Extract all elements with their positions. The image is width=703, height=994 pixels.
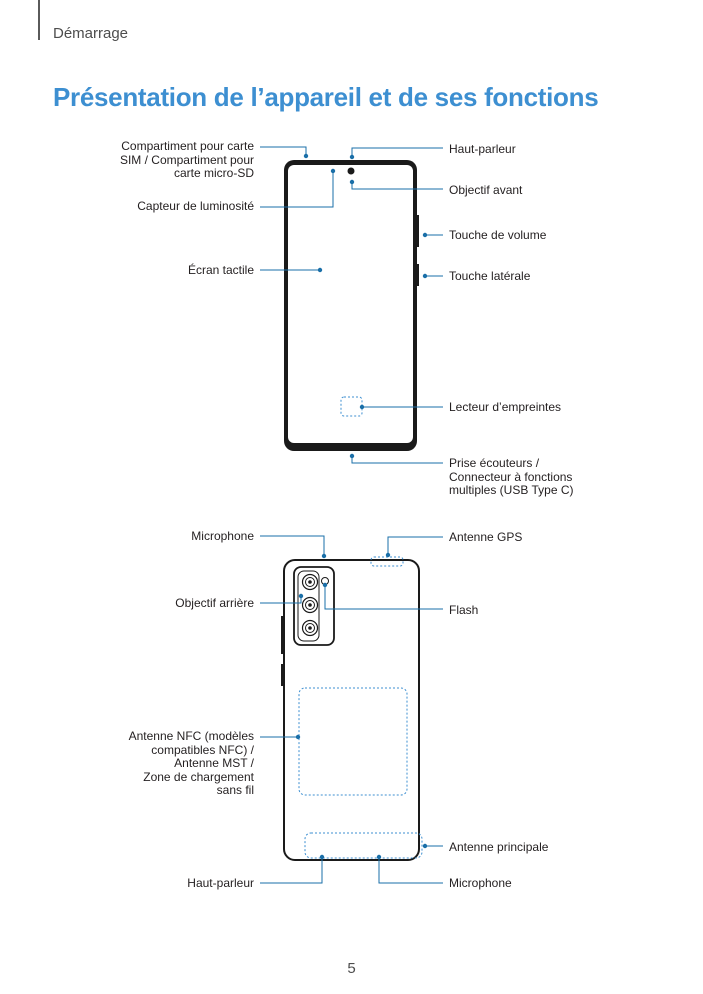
back-leader-dots <box>295 552 428 860</box>
page-title: Présentation de l’appareil et de ses fon… <box>53 82 599 112</box>
flash-label: Flash <box>449 603 479 617</box>
microphone-top-label: Microphone <box>191 529 254 543</box>
fingerprint-label: Lecteur d’empreintes <box>449 400 562 414</box>
gps-antenna-area <box>370 556 404 567</box>
phone-front <box>284 160 419 451</box>
front-screen <box>288 165 413 443</box>
main-antenna-label: Antenne principale <box>449 840 549 854</box>
section-rule <box>38 0 40 40</box>
rear-camera-label: Objectif arrière <box>175 596 254 610</box>
light-sensor-label: Capteur de luminosité <box>137 199 254 213</box>
page-number: 5 <box>347 960 356 977</box>
rear-lenses <box>301 573 319 637</box>
front-leaders <box>260 146 443 464</box>
phone-back <box>281 556 423 861</box>
nfc-label: Antenne NFC (modèles compatibles NFC) / … <box>128 729 254 797</box>
speaker-label: Haut-parleur <box>449 142 516 156</box>
side-key-shape <box>416 264 419 286</box>
section-label: Démarrage <box>53 25 129 42</box>
speaker-bottom-label: Haut-parleur <box>187 876 254 890</box>
volume-key-label: Touche de volume <box>449 228 547 242</box>
front-camera-label: Objectif avant <box>449 183 523 197</box>
fingerprint-area <box>340 396 363 417</box>
nfc-area <box>298 687 408 796</box>
back-side-key <box>281 664 284 686</box>
connector-label: Prise écouteurs / Connecteur à fonctions… <box>449 456 574 497</box>
microphone-bottom-label: Microphone <box>449 876 512 890</box>
volume-key-shape <box>416 215 419 247</box>
camera-lens-strip <box>297 570 320 642</box>
back-leaders <box>260 535 443 884</box>
front-leader-dots <box>303 153 428 459</box>
sim-tray-label: Compartiment pour carte SIM / Compartime… <box>119 139 254 180</box>
front-camera-lens <box>347 167 355 175</box>
main-antenna-area <box>304 832 423 859</box>
side-key-label: Touche latérale <box>449 269 531 283</box>
gps-antenna-label: Antenne GPS <box>449 530 523 544</box>
touchscreen-label: Écran tactile <box>187 263 254 277</box>
back-volume-key <box>281 616 284 654</box>
